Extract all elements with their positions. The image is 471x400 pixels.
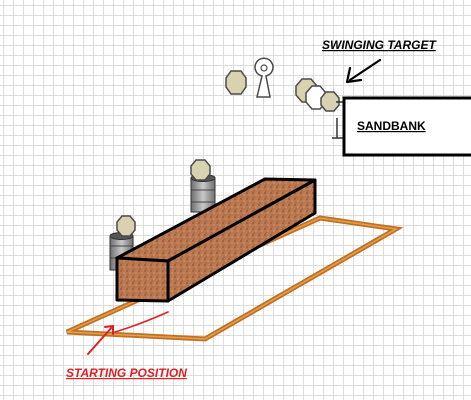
sandbank-box: SANDBANK <box>342 96 471 157</box>
log-barrier <box>115 177 317 303</box>
keyhole-target-icon <box>254 57 274 98</box>
sandbank-label: SANDBANK <box>357 119 426 133</box>
plate-target-upper-icon <box>225 70 247 95</box>
starting-position-arrow-icon <box>87 311 169 355</box>
plate-target-center-icon <box>190 159 211 181</box>
plate-target-left-icon <box>116 215 136 237</box>
log-front-face <box>115 256 170 303</box>
swing-plate-rear-icon <box>320 91 340 112</box>
swinging-target-label: SWINGING TARGET <box>322 38 437 52</box>
swinging-target-arrow-icon <box>345 58 382 84</box>
starting-position-label: STARTING POSITION <box>66 366 187 380</box>
swinging-target <box>295 78 350 139</box>
